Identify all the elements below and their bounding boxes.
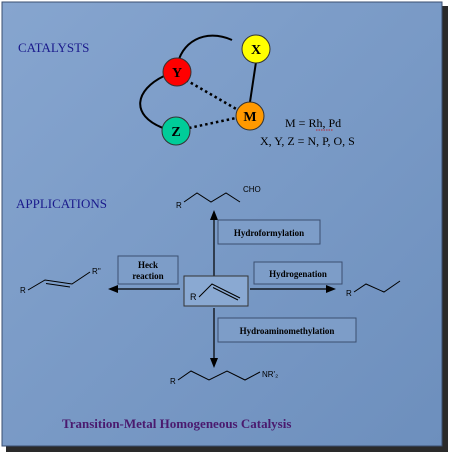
alkane-r: R xyxy=(346,289,352,298)
node-z-label: Z xyxy=(171,125,180,140)
bond-y-z xyxy=(139,75,165,129)
node-m-label: M xyxy=(243,110,256,125)
arrow-up-head xyxy=(210,210,218,220)
node-z xyxy=(161,116,191,146)
substrate-double-bond xyxy=(212,287,239,301)
substrate-box xyxy=(183,275,249,307)
catalysts-heading: CATALYSTS xyxy=(18,40,89,55)
heck-box xyxy=(117,255,179,285)
hydrogenation-label: Hydrogenation xyxy=(269,269,327,279)
node-y xyxy=(162,57,192,87)
donor-legend: X, Y, Z = N, P, O, S xyxy=(260,134,355,148)
hydroaminomethylation-label: Hydroaminomethylation xyxy=(240,326,335,336)
heck-product-chain xyxy=(27,271,91,291)
amine-nr2: NR'₂ xyxy=(262,370,278,379)
substrate-r: R xyxy=(190,292,197,302)
heck-product-r2: R'' xyxy=(92,267,101,276)
amine-r: R xyxy=(170,377,176,386)
node-x xyxy=(241,34,271,64)
hydroformylation-label: Hydroformylation xyxy=(234,228,304,238)
node-x-label: X xyxy=(251,43,261,58)
node-y-label: Y xyxy=(172,66,182,81)
hydrogenation-box xyxy=(253,261,343,285)
arrow-down-head xyxy=(210,358,218,368)
applications-heading: APPLICATIONS xyxy=(16,196,107,211)
aldehyde-r: R xyxy=(176,201,182,210)
coordination-y-m xyxy=(185,78,239,112)
arrow-right-head xyxy=(326,285,336,293)
heck-product-r: R xyxy=(20,286,26,295)
metal-legend: M = Rh, Pd xyxy=(285,116,341,130)
amine-chain xyxy=(177,370,261,381)
alkane-chain xyxy=(353,280,401,293)
reaction-arrows xyxy=(108,210,336,368)
substrate-alkene xyxy=(198,283,241,299)
hydroformylation-box xyxy=(217,219,321,245)
node-m xyxy=(235,101,265,131)
bond-x-m xyxy=(249,61,257,103)
arrow-left-head xyxy=(108,285,118,293)
heck-product-double-bond xyxy=(45,283,71,288)
catalyst-ligand-diagram: X Y Z M xyxy=(139,34,271,146)
heck-label-line2: reaction xyxy=(132,271,163,281)
coordination-z-m xyxy=(188,116,237,130)
footer-title: Transition-Metal Homogeneous Catalysis xyxy=(62,416,291,431)
hydroaminomethylation-box xyxy=(217,317,357,343)
aldehyde-cho: CHO xyxy=(243,185,261,194)
aldehyde-chain xyxy=(183,192,241,203)
heck-label-line1: Heck xyxy=(138,260,158,270)
